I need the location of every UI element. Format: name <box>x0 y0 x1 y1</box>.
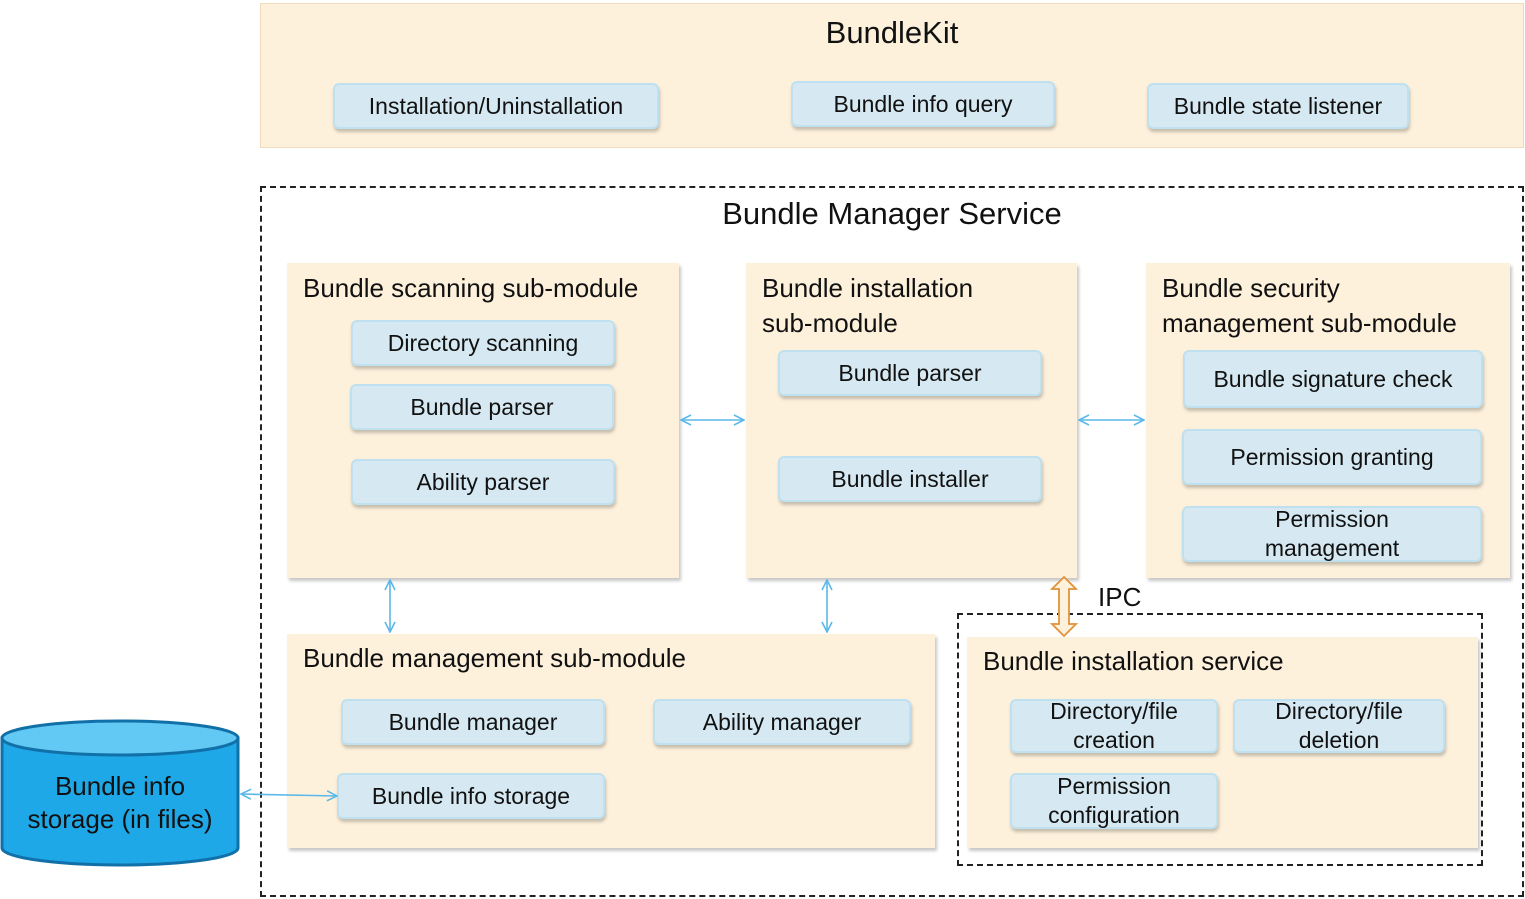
installation-submodule-title-line2: sub-module <box>762 308 898 338</box>
storage-cylinder <box>0 719 240 867</box>
permission-management-pill: Permission management <box>1182 506 1482 562</box>
storage-label: Bundle info storage (in files) <box>2 770 238 836</box>
storage-arrow <box>241 794 337 796</box>
permission-configuration-pill: Permission configuration <box>1010 773 1218 829</box>
security-submodule-panel: Bundle security management sub-module Bu… <box>1146 263 1510 578</box>
management-submodule-panel: Bundle management sub-module Bundle mana… <box>287 634 935 848</box>
permission-granting-pill: Permission granting <box>1182 429 1482 485</box>
directory-file-creation-line1: Directory/file <box>1050 698 1178 724</box>
bundle-manager-pill: Bundle manager <box>341 699 605 745</box>
directory-scanning-pill: Directory scanning <box>351 320 615 366</box>
ipc-label: IPC <box>1098 582 1142 612</box>
installation-submodule-panel: Bundle installation sub-module Bundle pa… <box>746 263 1077 578</box>
bundle-info-query-pill: Bundle info query <box>791 81 1055 127</box>
scanning-bundle-parser-pill: Bundle parser <box>350 384 614 430</box>
bundle-manager-service-container <box>260 186 1524 897</box>
installation-uninstallation-pill: Installation/Uninstallation <box>333 83 659 129</box>
permission-management-line2: management <box>1264 535 1400 561</box>
storage-label-line2: storage (in files) <box>27 804 213 834</box>
bundlekit-title: BundleKit <box>825 15 959 50</box>
bundle-manager-service-title: Bundle Manager Service <box>722 196 1062 231</box>
bundle-info-storage-pill: Bundle info storage <box>337 773 605 819</box>
installation-service-container <box>957 613 1483 866</box>
directory-file-creation-line2: creation <box>1073 727 1155 753</box>
permission-configuration-line1: Permission <box>1057 773 1171 799</box>
bundle-installer-pill: Bundle installer <box>778 456 1042 502</box>
scanning-submodule-panel: Bundle scanning sub-module Directory sca… <box>287 263 679 578</box>
installation-bundle-parser-pill: Bundle parser <box>778 350 1042 396</box>
bundle-state-listener-pill: Bundle state listener <box>1147 83 1409 129</box>
ipc-arrow <box>1049 575 1079 638</box>
permission-management-line1: Permission <box>1275 506 1389 532</box>
ability-parser-pill: Ability parser <box>351 459 615 505</box>
directory-file-deletion-pill: Directory/file deletion <box>1233 698 1445 753</box>
management-submodule-title: Bundle management sub-module <box>303 643 687 673</box>
installation-submodule-title-line1: Bundle installation <box>762 273 974 303</box>
permission-configuration-line2: configuration <box>1048 802 1180 828</box>
directory-file-deletion-line1: Directory/file <box>1275 698 1403 724</box>
bundlekit-panel: BundleKit Installation/Uninstallation Bu… <box>260 3 1524 148</box>
security-submodule-title-line2: management sub-module <box>1162 308 1457 338</box>
scanning-submodule-title: Bundle scanning sub-module <box>303 273 639 303</box>
installation-service-title: Bundle installation service <box>983 646 1284 676</box>
storage-label-line1: Bundle info <box>54 771 186 801</box>
security-submodule-title-line1: Bundle security <box>1162 273 1340 303</box>
bundle-signature-check-pill: Bundle signature check <box>1183 350 1483 408</box>
directory-file-deletion-line2: deletion <box>1298 727 1380 753</box>
ability-manager-pill: Ability manager <box>653 699 911 745</box>
directory-file-creation-pill: Directory/file creation <box>1010 698 1218 753</box>
installation-service-panel: Bundle installation service Directory/fi… <box>967 637 1478 848</box>
